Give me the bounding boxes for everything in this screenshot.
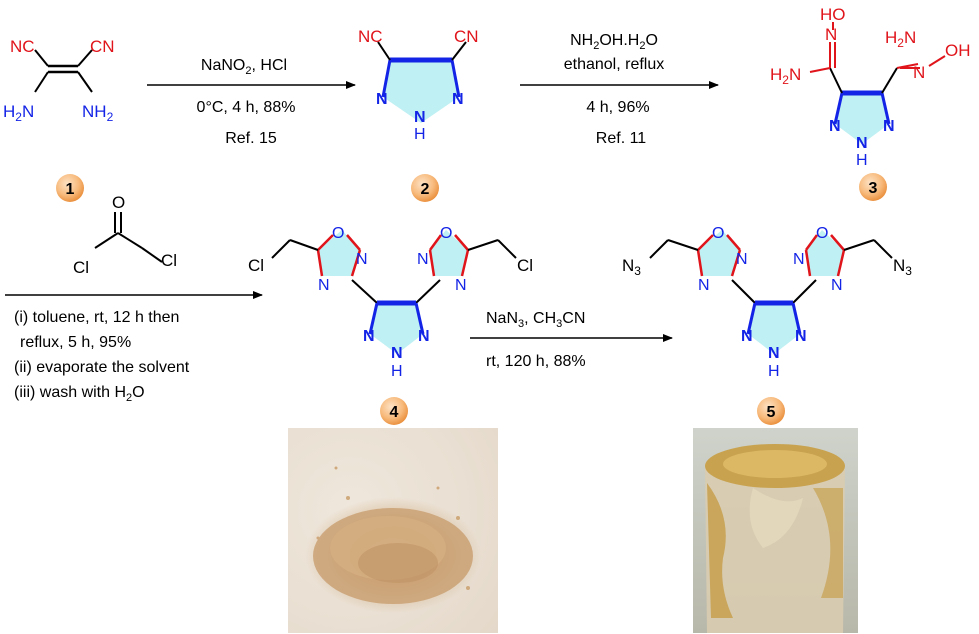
svg-text:H: H — [856, 152, 868, 169]
svg-text:N: N — [829, 118, 841, 135]
atom-label: NH — [82, 102, 107, 121]
svg-text:O: O — [332, 225, 344, 242]
svg-text:1: 1 — [66, 181, 75, 198]
svg-text:H2N: H2N — [885, 28, 916, 50]
svg-text:N3: N3 — [622, 256, 641, 278]
svg-text:H2N: H2N — [3, 102, 34, 124]
svg-text:O: O — [712, 225, 724, 242]
svg-text:N: N — [768, 345, 780, 362]
compound-3-structure: HO N H2N H2N N OH N N N H — [770, 5, 971, 169]
step-3-conditions: (i) toluene, rt, 12 h then reflux, 5 h, … — [14, 309, 190, 404]
svg-text:N: N — [391, 345, 403, 362]
svg-text:N: N — [363, 328, 375, 345]
atom-label: H — [3, 102, 15, 121]
svg-text:N: N — [793, 251, 805, 268]
svg-text:H: H — [391, 363, 403, 380]
svg-text:ethanol, reflux: ethanol, reflux — [564, 56, 665, 73]
svg-text:O: O — [816, 225, 828, 242]
svg-text:N: N — [452, 91, 464, 108]
svg-text:N: N — [698, 277, 710, 294]
atom-label: CN — [90, 37, 115, 56]
svg-text:H2N: H2N — [770, 65, 801, 87]
compound-1-structure: NC CN H2N NH2 — [3, 37, 115, 124]
svg-text:Cl: Cl — [248, 256, 264, 275]
atom-label: CN — [454, 27, 479, 46]
svg-text:N: N — [913, 63, 925, 82]
svg-text:N: N — [417, 251, 429, 268]
svg-text:(iii) wash with H2O: (iii) wash with H2O — [14, 384, 145, 404]
compound-badge-1: 1 — [56, 174, 84, 202]
svg-text:NaN3, CH3CN: NaN3, CH3CN — [486, 310, 585, 330]
chloroacetyl-chloride-structure: O Cl Cl — [73, 193, 177, 277]
atom-label: OH — [945, 41, 971, 60]
svg-text:O: O — [112, 193, 125, 212]
compound-4-structure: O N N O N N Cl Cl N N N H — [248, 225, 533, 380]
compound-badge-4: 4 — [380, 397, 408, 425]
svg-text:4 h, 96%: 4 h, 96% — [586, 99, 649, 116]
svg-text:N: N — [825, 25, 837, 44]
svg-text:0°C, 4 h, 88%: 0°C, 4 h, 88% — [197, 99, 296, 116]
svg-text:Cl: Cl — [161, 251, 177, 270]
atom-label: NC — [10, 37, 35, 56]
svg-text:Ref. 11: Ref. 11 — [596, 130, 647, 147]
svg-text:N: N — [356, 251, 368, 268]
svg-text:N: N — [418, 328, 430, 345]
atom-label: HO — [820, 5, 846, 24]
svg-text:N: N — [883, 118, 895, 135]
svg-text:Cl: Cl — [73, 258, 89, 277]
svg-text:N: N — [795, 328, 807, 345]
step-4-conditions: NaN3, CH3CN rt, 120 h, 88% — [486, 310, 586, 370]
svg-text:rt, 120 h, 88%: rt, 120 h, 88% — [486, 353, 586, 370]
svg-text:(i) toluene, rt, 12 h then: (i) toluene, rt, 12 h then — [14, 309, 179, 326]
svg-text:N3: N3 — [893, 256, 912, 278]
compound-badge-5: 5 — [757, 397, 785, 425]
svg-text:NH2: NH2 — [82, 102, 114, 124]
powder-photo — [288, 428, 498, 633]
svg-text:NaNO2, HCl: NaNO2, HCl — [201, 57, 287, 77]
step-1-conditions: NaNO2, HCl 0°C, 4 h, 88% Ref. 15 — [197, 57, 296, 147]
svg-text:N: N — [736, 251, 748, 268]
compound-2-structure: NC CN N N N H — [358, 27, 479, 143]
svg-text:N: N — [376, 91, 388, 108]
viscous-liquid-photo — [693, 428, 858, 633]
compound-badge-3: 3 — [859, 173, 887, 201]
atom-label: NC — [358, 27, 383, 46]
compound-badge-2: 2 — [411, 174, 439, 202]
svg-text:Cl: Cl — [517, 256, 533, 275]
svg-text:N: N — [856, 135, 868, 152]
svg-text:N: N — [318, 277, 330, 294]
svg-text:reflux, 5 h, 95%: reflux, 5 h, 95% — [20, 334, 131, 351]
compound-5-structure: O N N O N N N3 N3 N N N H — [622, 225, 912, 380]
svg-text:Ref. 15: Ref. 15 — [225, 130, 277, 147]
svg-text:3: 3 — [869, 180, 878, 197]
svg-text:NH2OH.H2O: NH2OH.H2O — [570, 32, 658, 52]
svg-text:5: 5 — [767, 404, 776, 421]
svg-text:H: H — [414, 126, 426, 143]
svg-text:O: O — [440, 225, 452, 242]
svg-text:N: N — [741, 328, 753, 345]
svg-text:(ii) evaporate the solvent: (ii) evaporate the solvent — [14, 359, 190, 376]
svg-text:2: 2 — [421, 181, 430, 198]
svg-text:N: N — [455, 277, 467, 294]
svg-text:N: N — [414, 109, 426, 126]
step-2-conditions: NH2OH.H2O ethanol, reflux 4 h, 96% Ref. … — [564, 32, 665, 147]
svg-text:4: 4 — [390, 404, 399, 421]
svg-text:H: H — [768, 363, 780, 380]
svg-text:N: N — [831, 277, 843, 294]
